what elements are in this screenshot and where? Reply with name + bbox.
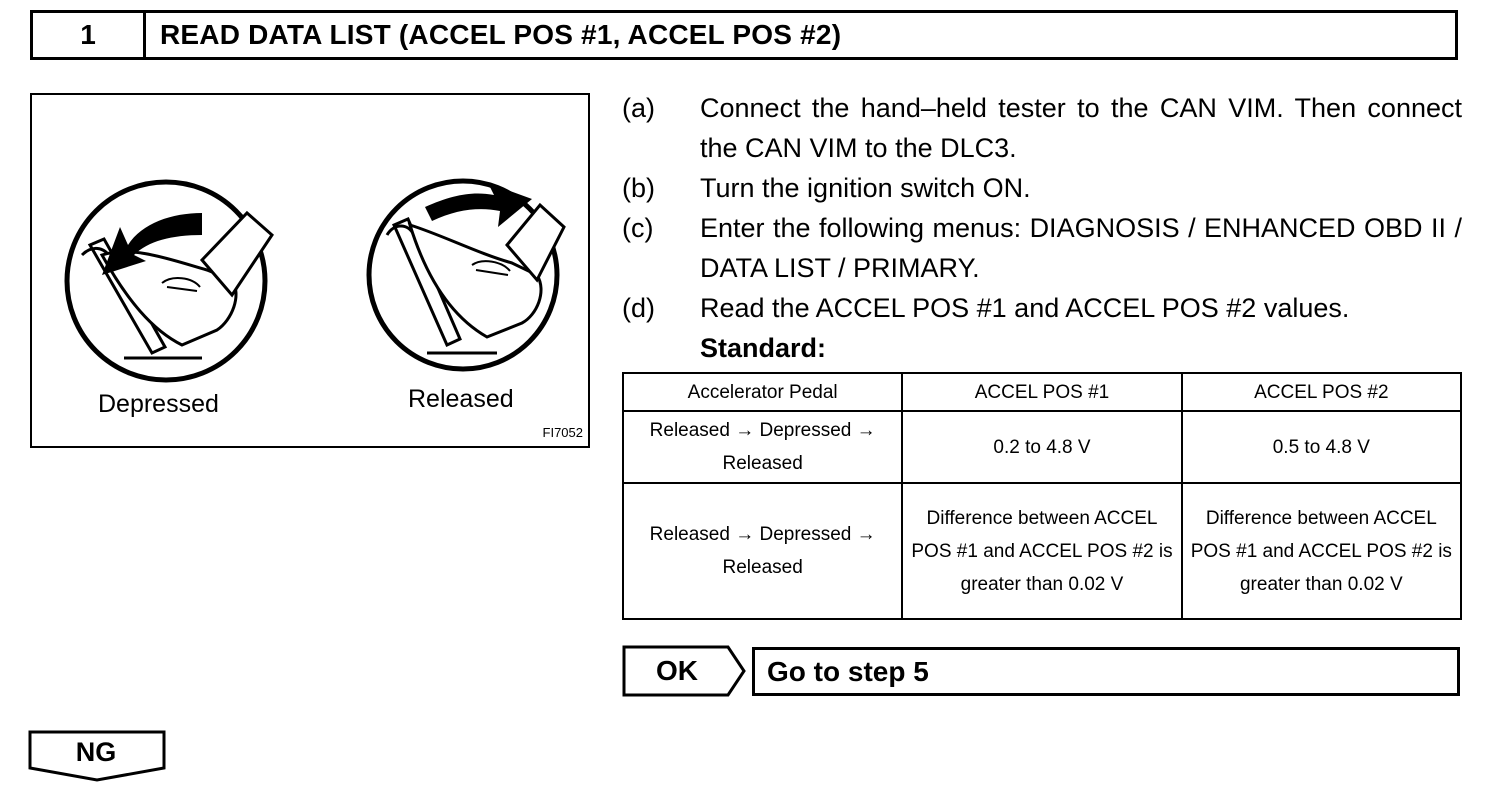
instruction-list: (a) Connect the hand–held tester to the … <box>622 88 1462 368</box>
step-number: 1 <box>33 13 146 57</box>
figure-code: FI7052 <box>542 425 583 440</box>
standard-table: Accelerator Pedal ACCEL POS #1 ACCEL POS… <box>621 372 1463 620</box>
instruction-marker: (d) <box>622 293 655 323</box>
step-header: 1 READ DATA LIST (ACCEL POS #1, ACCEL PO… <box>30 10 1458 60</box>
instruction-marker: (c) <box>622 213 654 243</box>
released-label: Released <box>408 385 514 413</box>
table-header-cell: ACCEL POS #2 <box>1180 372 1463 412</box>
table-cell: 0.5 to 4.8 V <box>1180 410 1463 484</box>
pedal-released-icon <box>366 178 566 372</box>
standard-label: Standard: <box>700 333 827 363</box>
instruction-text: Enter the following menus: DIAGNOSIS / E… <box>700 213 1462 283</box>
instruction-text: Read the ACCEL POS #1 and ACCEL POS #2 v… <box>700 293 1350 323</box>
instruction-item: (a) Connect the hand–held tester to the … <box>622 88 1462 168</box>
pedal-figure <box>64 178 566 383</box>
ng-arrow-shape <box>28 730 166 782</box>
table-cell: Difference between ACCEL POS #1 and ACCE… <box>1180 482 1463 620</box>
instruction-item: (d) Read the ACCEL POS #1 and ACCEL POS … <box>622 288 1462 328</box>
table-row: Released → Depressed → Released 0.2 to 4… <box>621 410 1463 484</box>
table-cell: Released → Depressed → Released <box>621 482 904 620</box>
table-cell: Released → Depressed → Released <box>621 410 904 484</box>
table-header-cell: Accelerator Pedal <box>621 372 904 412</box>
instruction-text: Turn the ignition switch ON. <box>700 173 1031 203</box>
instruction-item: (b) Turn the ignition switch ON. <box>622 168 1462 208</box>
pedal-depressed-icon <box>64 179 274 383</box>
ok-arrow-shape <box>622 645 746 697</box>
table-header-row: Accelerator Pedal ACCEL POS #1 ACCEL POS… <box>621 372 1463 412</box>
instruction-item: (c) Enter the following menus: DIAGNOSIS… <box>622 208 1462 288</box>
pedal-illustration: Depressed Released FI7052 <box>30 93 590 448</box>
instruction-text: Connect the hand–held tester to the CAN … <box>700 93 1462 163</box>
depressed-label: Depressed <box>98 390 219 418</box>
ng-label: NG <box>75 736 117 767</box>
table-header-cell: ACCEL POS #1 <box>901 372 1183 412</box>
table-cell: 0.2 to 4.8 V <box>901 410 1183 484</box>
ok-result: Go to step 5 <box>752 647 1460 696</box>
ok-label: OK <box>656 655 698 686</box>
step-title: READ DATA LIST (ACCEL POS #1, ACCEL POS … <box>160 19 842 50</box>
instruction-marker: (a) <box>622 93 655 123</box>
table-row: Released → Depressed → Released Differen… <box>621 482 1463 620</box>
ok-indicator: OK <box>622 645 748 697</box>
instruction-marker: (b) <box>622 173 655 203</box>
ng-indicator: NG <box>28 730 166 782</box>
table-cell: Difference between ACCEL POS #1 and ACCE… <box>901 482 1183 620</box>
